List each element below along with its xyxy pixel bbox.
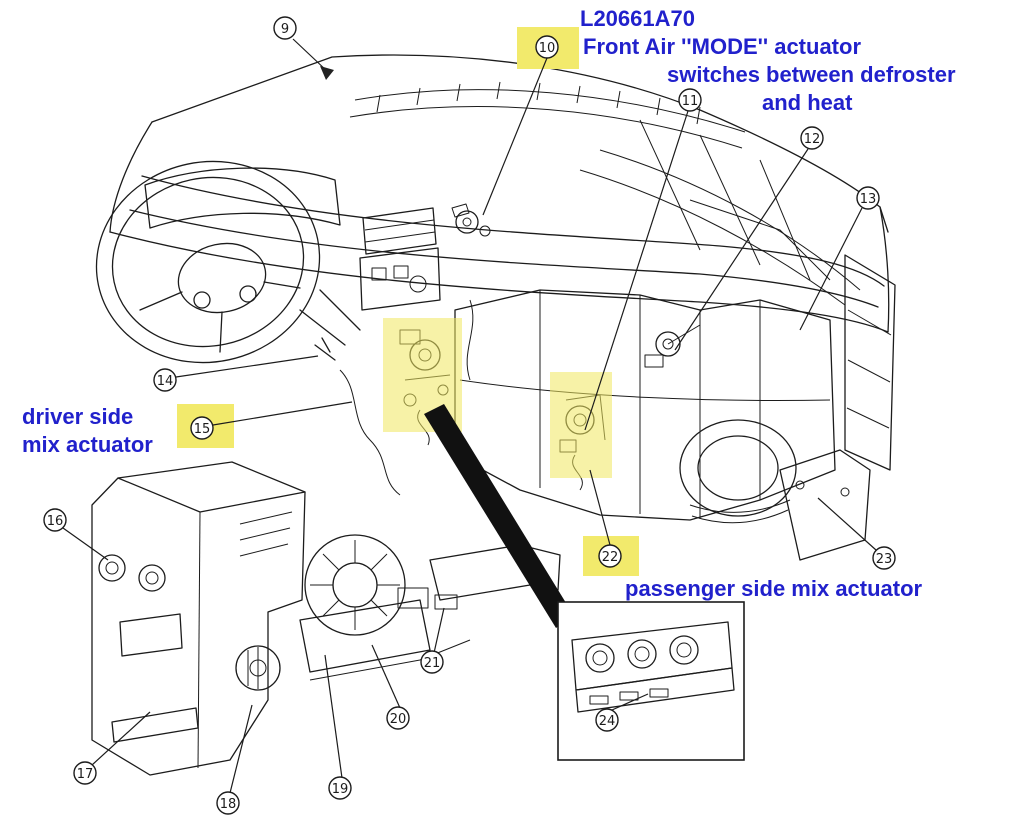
callout-12: 12 [674, 126, 824, 351]
svg-text:11: 11 [682, 94, 699, 109]
svg-text:12: 12 [804, 132, 821, 147]
annotation-mode-line2: switches between defroster [667, 62, 956, 87]
callout-19: 19 [324, 654, 352, 800]
svg-text:15: 15 [194, 422, 211, 437]
callout-16: 16 [43, 508, 109, 561]
svg-text:20: 20 [390, 712, 407, 727]
svg-text:18: 18 [220, 797, 237, 812]
annotation-driver-line2: mix actuator [22, 432, 153, 457]
callout-13: 13 [799, 186, 880, 331]
lower-console-unit [91, 461, 306, 776]
callout-10: 10 [482, 27, 579, 216]
annotations: L20661A70 Front Air ''MODE'' actuator sw… [22, 6, 956, 601]
control-panel-inset [557, 601, 745, 761]
annotation-mode-line3: and heat [762, 90, 853, 115]
svg-text:19: 19 [332, 782, 349, 797]
callout-9: 9 [273, 16, 334, 80]
callout-17: 17 [73, 711, 151, 785]
steering-wheel [95, 160, 361, 364]
callout-20: 20 [371, 644, 410, 730]
center-vents [359, 203, 491, 311]
pointer-arrow [424, 404, 574, 628]
callouts: 9 10 11 12 13 14 [43, 16, 896, 815]
svg-text:13: 13 [860, 192, 877, 207]
svg-text:9: 9 [281, 22, 289, 37]
callout-15: 15 [177, 401, 353, 448]
svg-text:10: 10 [539, 41, 556, 56]
annotation-part-code: L20661A70 [580, 6, 695, 31]
svg-text:24: 24 [599, 714, 616, 729]
svg-text:14: 14 [157, 374, 174, 389]
callout-18: 18 [216, 704, 253, 815]
callout-23: 23 [817, 497, 896, 570]
annotation-driver-line1: driver side [22, 404, 133, 429]
annotation-passenger: passenger side mix actuator [625, 576, 923, 601]
callout-22: 22 [583, 469, 639, 576]
hvac-housing [314, 289, 836, 524]
svg-text:16: 16 [47, 514, 64, 529]
dashboard-line-art [91, 54, 896, 776]
callout-24: 24 [595, 693, 649, 732]
right-side-brackets [779, 254, 896, 561]
svg-text:22: 22 [602, 550, 619, 565]
blower-assembly [235, 534, 561, 691]
svg-text:21: 21 [424, 656, 441, 671]
callout-14: 14 [153, 355, 319, 392]
svg-text:23: 23 [876, 552, 893, 567]
annotation-mode-line1: Front Air ''MODE'' actuator [583, 34, 861, 59]
highlight-passenger-actuator [550, 372, 612, 478]
svg-text:17: 17 [77, 767, 94, 782]
callout-21: 21 [420, 607, 445, 674]
callout-11: 11 [584, 88, 702, 431]
dashboard-body [109, 54, 890, 333]
